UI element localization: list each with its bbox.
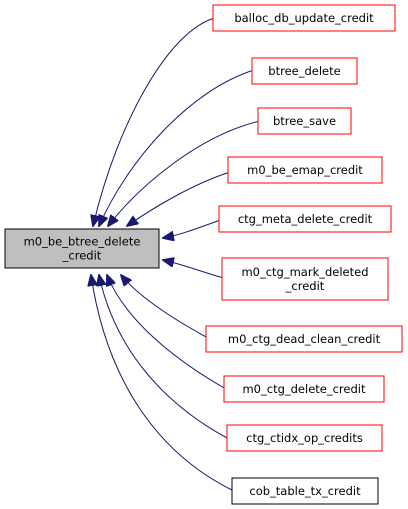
- caller-node-ctg-ctidx-op-credits-label-line-1: ctg_ctidx_op_credits: [246, 431, 363, 445]
- caller-node-ctg-meta-delete-credit-label-line-1: ctg_meta_delete_credit: [238, 212, 373, 226]
- focus-node-m0-be-btree-delete-credit-label-line-1: m0_be_btree_delete: [24, 235, 141, 249]
- caller-node-btree-save-box: [257, 107, 352, 135]
- caller-node-m0-ctg-mark-deleted-credit[interactable]: m0_ctg_mark_deleted_credit: [221, 257, 389, 301]
- caller-node-m0-be-emap-credit-box: [227, 156, 383, 184]
- call-edge-btree-save: [108, 120, 261, 226]
- caller-node-m0-ctg-mark-deleted-credit-label-line-2: _credit: [285, 279, 325, 293]
- caller-node-m0-be-emap-credit-label-line-1: m0_be_emap_credit: [247, 163, 363, 177]
- focus-node-m0-be-btree-delete-credit-label-line-2: _credit: [62, 249, 102, 263]
- call-edge-m0-be-emap-credit: [127, 171, 231, 226]
- caller-node-balloc-db-update-credit[interactable]: balloc_db_update_credit: [212, 4, 396, 32]
- caller-node-m0-ctg-mark-deleted-credit-box: [221, 257, 389, 301]
- caller-node-m0-ctg-delete-credit-label-line-1: m0_ctg_delete_credit: [242, 382, 365, 396]
- focus-node-m0-be-btree-delete-credit-box: [4, 228, 160, 269]
- call-edge-ctg-ctidx-op-credits: [99, 275, 230, 440]
- caller-node-btree-delete[interactable]: btree_delete: [251, 57, 358, 85]
- caller-node-ctg-ctidx-op-credits-box: [226, 424, 383, 452]
- call-edge-btree-delete: [99, 69, 255, 226]
- caller-node-btree-save-label-line-1: btree_save: [273, 114, 336, 128]
- caller-node-ctg-meta-delete-credit[interactable]: ctg_meta_delete_credit: [218, 205, 392, 233]
- caller-node-ctg-ctidx-op-credits[interactable]: ctg_ctidx_op_credits: [226, 424, 383, 452]
- caller-node-m0-ctg-dead-clean-credit[interactable]: m0_ctg_dead_clean_credit: [205, 325, 403, 353]
- caller-node-ctg-meta-delete-credit-box: [218, 205, 392, 233]
- caller-node-m0-ctg-delete-credit[interactable]: m0_ctg_delete_credit: [223, 375, 385, 403]
- caller-node-cob-table-tx-credit-label-line-1: cob_table_tx_credit: [249, 484, 361, 498]
- caller-node-btree-delete-box: [251, 57, 358, 85]
- call-edge-m0-ctg-dead-clean-credit: [121, 275, 209, 339]
- focus-node-m0-be-btree-delete-credit: m0_be_btree_delete_credit: [4, 228, 160, 269]
- caller-node-balloc-db-update-credit-box: [212, 4, 396, 32]
- caller-node-cob-table-tx-credit[interactable]: cob_table_tx_credit: [231, 477, 379, 505]
- caller-node-m0-ctg-dead-clean-credit-label-line-1: m0_ctg_dead_clean_credit: [228, 332, 381, 346]
- call-edges: [91, 17, 261, 492]
- caller-node-m0-ctg-delete-credit-box: [223, 375, 385, 403]
- call-edge-m0-ctg-delete-credit: [107, 275, 227, 390]
- graph-nodes: m0_be_btree_delete_creditballoc_db_updat…: [4, 4, 403, 505]
- caller-node-m0-be-emap-credit[interactable]: m0_be_emap_credit: [227, 156, 383, 184]
- call-edge-m0-ctg-mark-deleted-credit: [163, 260, 225, 279]
- call-edge-ctg-meta-delete-credit: [163, 219, 222, 238]
- caller-node-m0-ctg-dead-clean-credit-box: [205, 325, 403, 353]
- call-edge-cob-table-tx-credit: [91, 275, 235, 492]
- caller-node-btree-save[interactable]: btree_save: [257, 107, 352, 135]
- call-edge-balloc-db-update-credit: [93, 17, 216, 226]
- caller-node-balloc-db-update-credit-label-line-1: balloc_db_update_credit: [234, 11, 374, 25]
- caller-node-btree-delete-label-line-1: btree_delete: [268, 64, 340, 78]
- caller-node-cob-table-tx-credit-box: [231, 477, 379, 505]
- caller-node-m0-ctg-mark-deleted-credit-label-line-1: m0_ctg_mark_deleted: [241, 265, 368, 279]
